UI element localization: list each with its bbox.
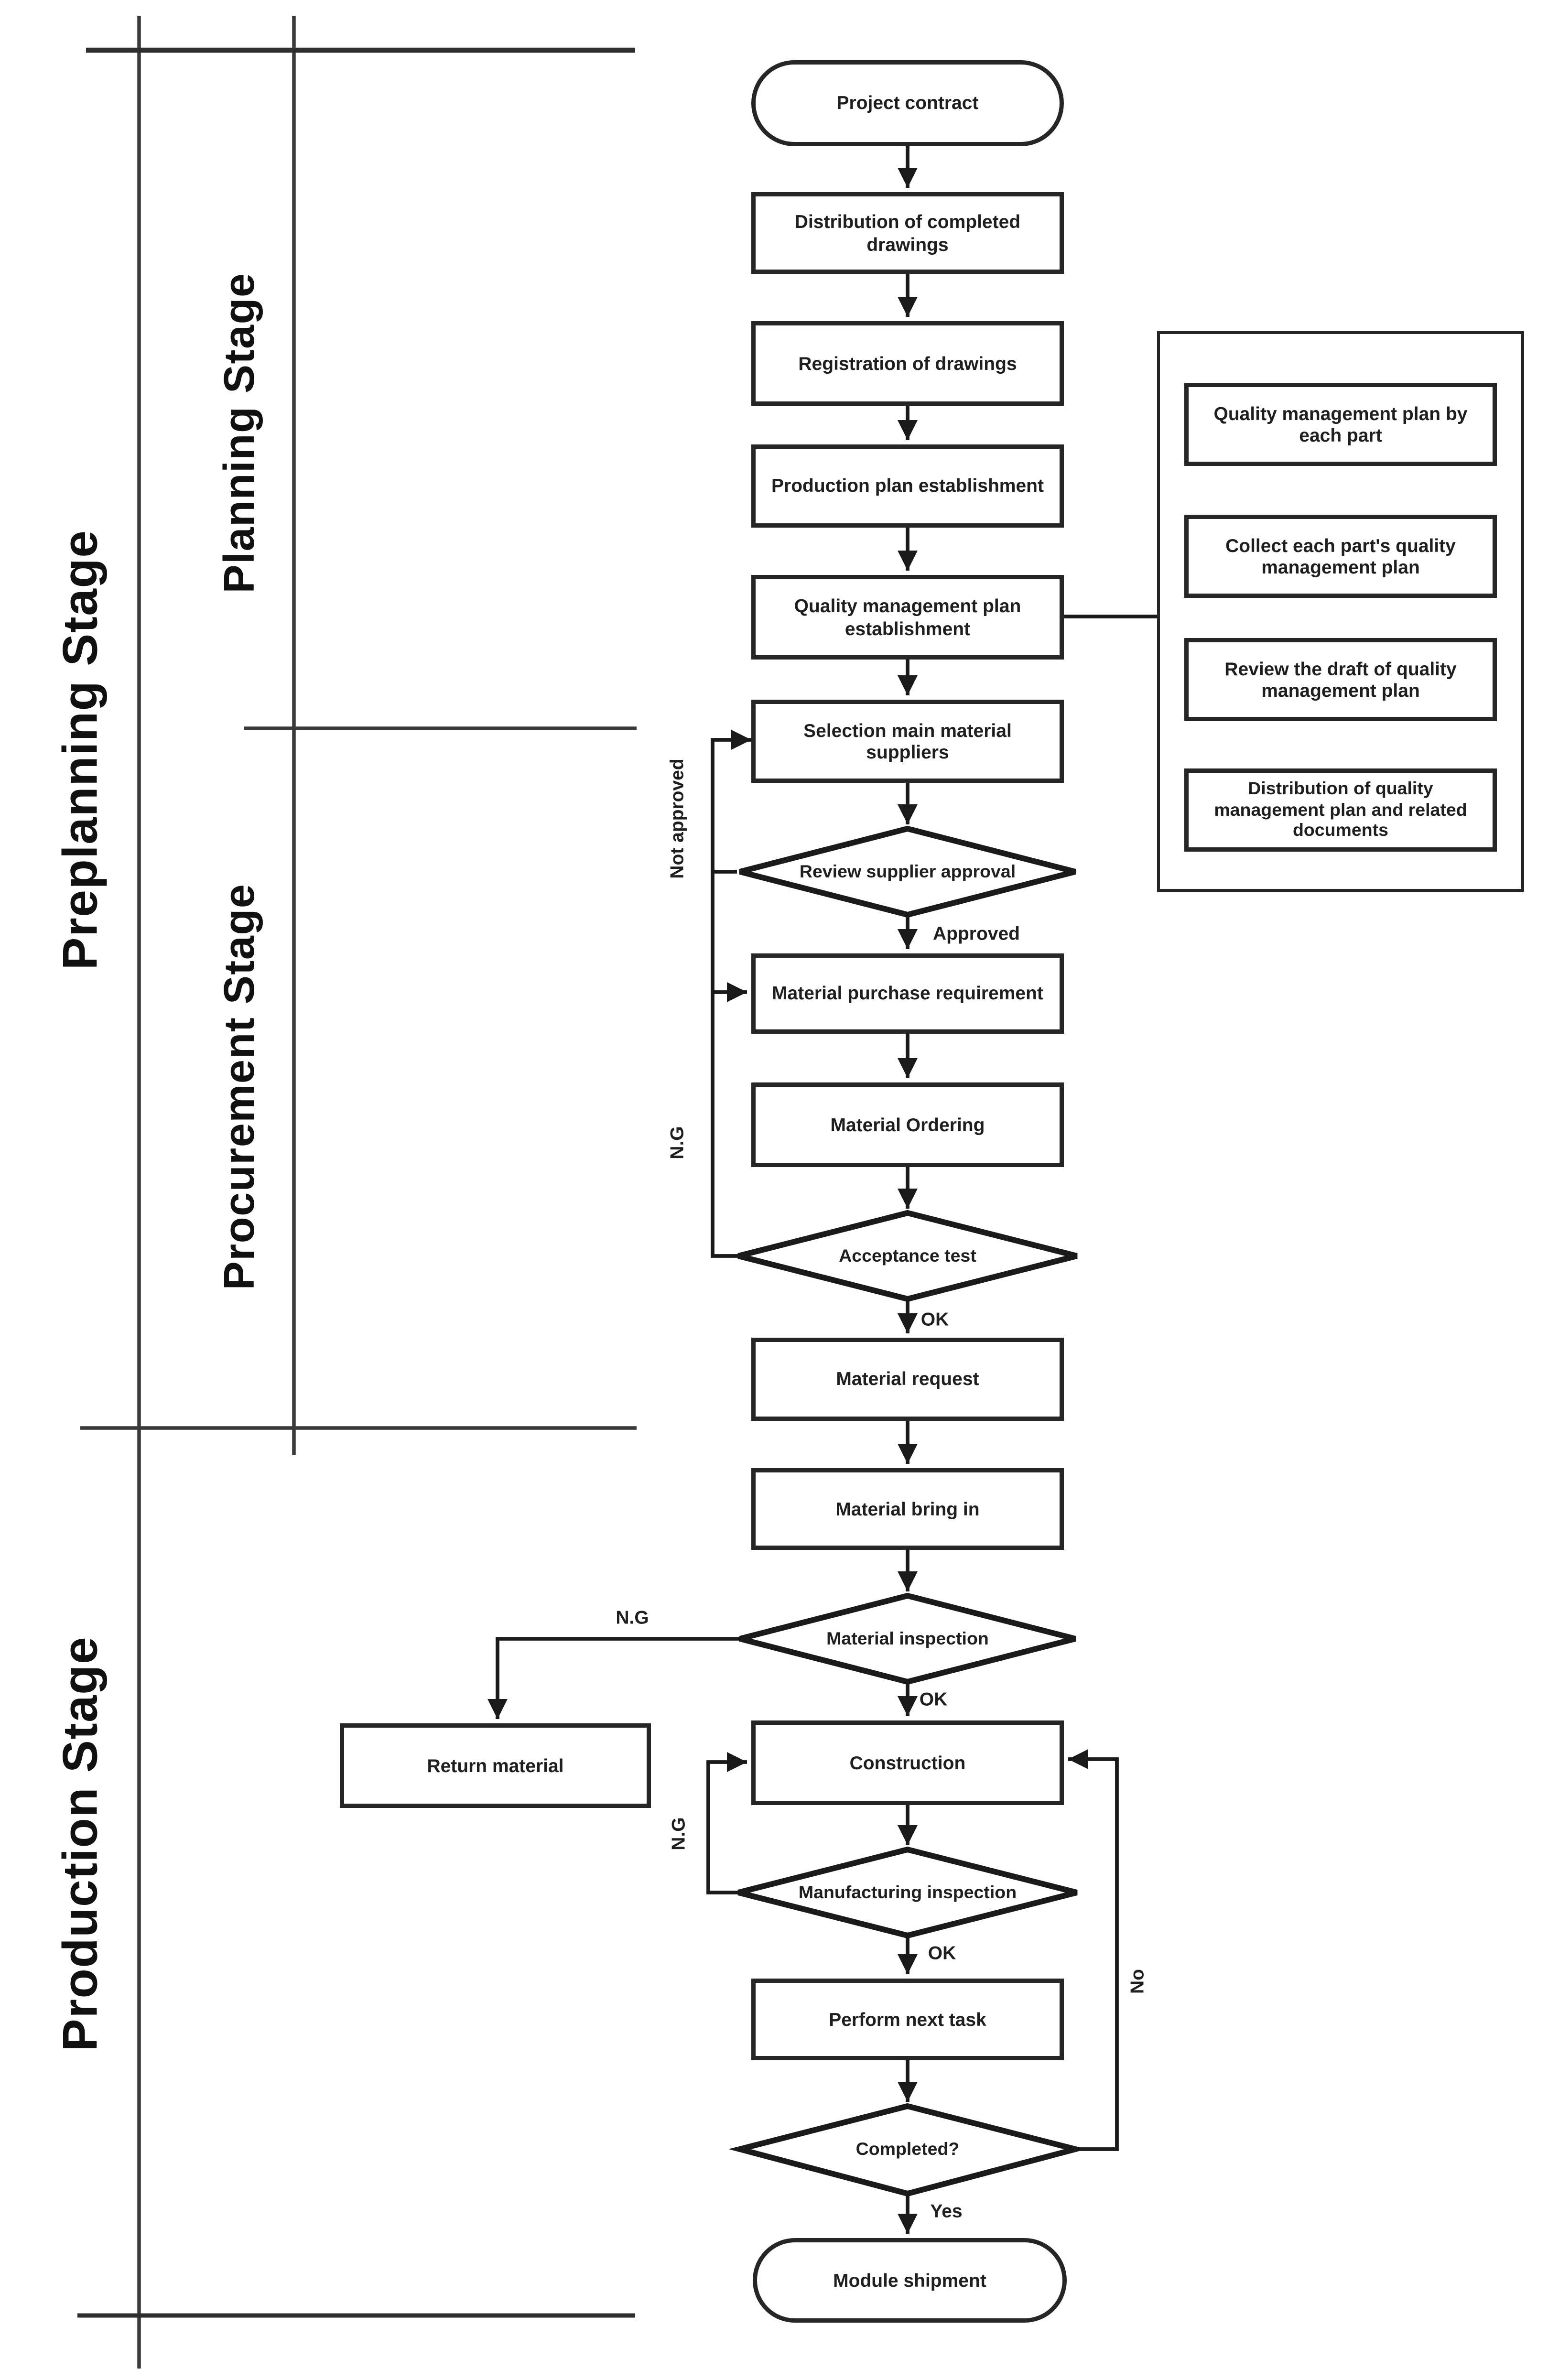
node-project-contract: Project contract (751, 60, 1064, 146)
node-return-material: Return material (340, 1723, 651, 1808)
loop-ng-to-returnmaterial (487, 1637, 743, 1719)
node-material-ordering-label: Material Ordering (830, 1114, 985, 1136)
edge-label-ok-acceptance: OK (920, 1308, 949, 1330)
acceptance-test-diamond (737, 1210, 1078, 1302)
panel-node-distribute-plan: Distribution of quality management plan … (1184, 768, 1497, 852)
node-module-shipment: Module shipment (753, 2238, 1067, 2323)
loop-no-to-construction (1068, 1749, 1119, 2151)
node-construction-label: Construction (849, 1752, 966, 1774)
node-quality-plan: Quality management plan establishment (751, 575, 1064, 660)
node-material-bring-in-label: Material bring in (835, 1498, 980, 1520)
edge-label-ng-acceptance: N.G (666, 1126, 688, 1159)
node-registration-drawings-label: Registration of drawings (798, 352, 1017, 374)
node-material-request: Material request (751, 1338, 1064, 1421)
panel-node-distribute-plan-label: Distribution of quality management plan … (1214, 778, 1467, 841)
node-distribution-drawings-label: Distribution of completed drawings (794, 211, 1021, 255)
edge-label-ok-material: OK (919, 1688, 948, 1710)
panel-node-quality-by-part-label: Quality management plan by each part (1213, 402, 1468, 446)
node-registration-drawings: Registration of drawings (751, 321, 1064, 406)
node-selection-suppliers: Selection main material suppliers (751, 700, 1064, 783)
edge-label-no: No (1126, 1969, 1148, 1994)
edge-label-approved: Approved (932, 922, 1020, 944)
manufacturing-inspection-diamond (737, 1846, 1078, 1939)
edge-label-ng-manufacturing: N.G (667, 1817, 689, 1850)
completed-diamond (728, 2103, 1087, 2197)
panel-node-collect-plans-label: Collect each part's quality management p… (1225, 534, 1456, 578)
panel-node-review-draft-label: Review the draft of quality management p… (1224, 658, 1457, 701)
node-material-purchase: Material purchase requirement (751, 953, 1064, 1034)
node-production-plan: Production plan establishment (751, 444, 1064, 528)
material-inspection-diamond (739, 1592, 1076, 1685)
panel-node-review-draft: Review the draft of quality management p… (1184, 638, 1497, 721)
stage-label-procurement: Procurement Stage (217, 883, 264, 1290)
node-project-contract-label: Project contract (836, 92, 979, 114)
node-material-bring-in: Material bring in (751, 1468, 1064, 1550)
node-perform-next-task-label: Perform next task (829, 2008, 986, 2030)
edge-label-yes: Yes (930, 2200, 963, 2222)
node-material-request-label: Material request (836, 1368, 979, 1390)
edge-label-ng-material: N.G (616, 1606, 649, 1628)
node-return-material-label: Return material (427, 1754, 564, 1776)
node-material-ordering: Material Ordering (751, 1082, 1064, 1167)
node-distribution-drawings: Distribution of completed drawings (751, 192, 1064, 274)
panel-node-quality-by-part: Quality management plan by each part (1184, 383, 1497, 466)
loop-ng-to-construction (706, 1752, 747, 1894)
node-perform-next-task: Perform next task (751, 1979, 1064, 2060)
stage-label-planning: Planning Stage (217, 272, 264, 594)
node-selection-suppliers-label: Selection main material suppliers (803, 719, 1012, 763)
node-quality-plan-label: Quality management plan establishment (794, 595, 1021, 639)
edge-label-ok-manufacturing: OK (928, 1942, 956, 1964)
node-construction: Construction (751, 1720, 1064, 1805)
loop-notapproved-to-selection (711, 730, 751, 1258)
review-supplier-diamond (739, 825, 1076, 918)
edge-label-not-approved: Not approved (666, 758, 688, 879)
panel-node-collect-plans: Collect each part's quality management p… (1184, 515, 1497, 598)
node-material-purchase-label: Material purchase requirement (772, 982, 1043, 1004)
stage-label-preplanning: Preplanning Stage (54, 530, 108, 970)
stage-label-production: Production Stage (54, 1636, 108, 2052)
node-module-shipment-label: Module shipment (833, 2269, 986, 2291)
node-production-plan-label: Production plan establishment (771, 475, 1044, 497)
